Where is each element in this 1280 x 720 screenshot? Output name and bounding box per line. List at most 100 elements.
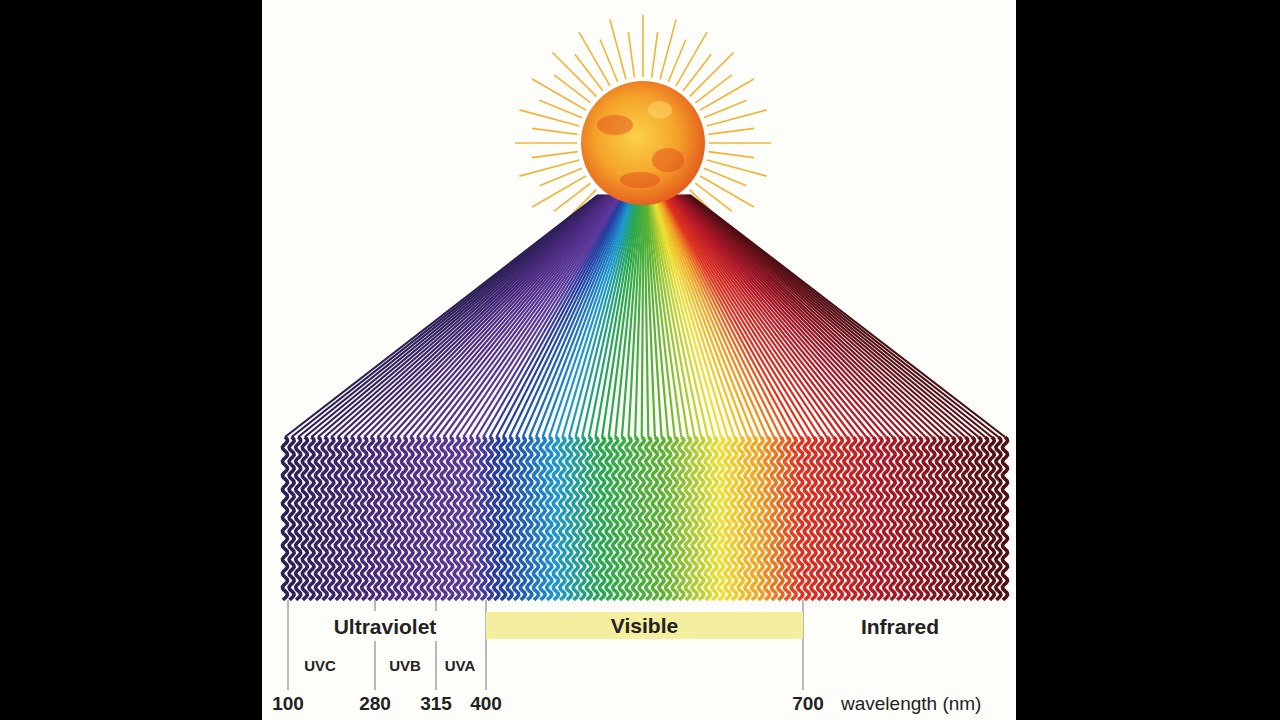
wave-line bbox=[573, 437, 578, 600]
wave-line bbox=[415, 437, 420, 600]
wave-line bbox=[487, 437, 492, 600]
wave-line bbox=[804, 437, 809, 600]
sun-ray bbox=[628, 32, 634, 78]
sun-ray bbox=[515, 142, 577, 144]
wave-line bbox=[765, 437, 770, 600]
wave-line bbox=[646, 437, 651, 600]
range-label: Ultraviolet bbox=[334, 616, 437, 637]
wave-line bbox=[428, 437, 433, 600]
wave-line bbox=[738, 437, 743, 600]
sun-ray bbox=[683, 54, 711, 90]
sun-ray bbox=[540, 100, 582, 118]
wave-line bbox=[619, 437, 624, 600]
sun-ray bbox=[575, 54, 603, 90]
wave-line bbox=[923, 437, 928, 600]
wave-line bbox=[652, 437, 657, 600]
wave-line bbox=[382, 437, 387, 600]
wave-line bbox=[283, 437, 288, 600]
spectrum-ray bbox=[675, 195, 886, 437]
wave-line bbox=[639, 437, 644, 600]
wave-line bbox=[606, 437, 611, 600]
wave-line bbox=[837, 437, 842, 600]
wave-line bbox=[950, 437, 955, 600]
wave-line bbox=[296, 437, 301, 600]
wave-line bbox=[910, 437, 915, 600]
wave-line bbox=[454, 437, 459, 600]
wave-line bbox=[375, 437, 380, 600]
sun-ray bbox=[519, 160, 579, 176]
wave-line bbox=[983, 437, 988, 600]
wave-line bbox=[824, 437, 829, 600]
spectrum-ray bbox=[444, 195, 619, 437]
spectrum-ray bbox=[668, 195, 833, 437]
wave-line bbox=[831, 437, 836, 600]
spectrum-ray bbox=[635, 195, 643, 437]
wave-line bbox=[600, 437, 605, 600]
spectrum-ray bbox=[602, 195, 638, 437]
wave-line bbox=[903, 437, 908, 600]
wave-line bbox=[448, 437, 453, 600]
sun-ray bbox=[540, 168, 582, 186]
spectrum-ray bbox=[676, 195, 899, 437]
spectrum-ray bbox=[666, 195, 820, 437]
sun-ray bbox=[579, 32, 610, 86]
wavelength-value: 280 bbox=[359, 694, 391, 713]
wave-line bbox=[659, 437, 664, 600]
wave-line bbox=[818, 437, 823, 600]
wave-line bbox=[956, 437, 961, 600]
wave-line bbox=[672, 437, 677, 600]
wave-line bbox=[289, 437, 294, 600]
wavelength-value: 400 bbox=[470, 694, 502, 713]
sun-ray bbox=[709, 142, 771, 144]
wave-line bbox=[507, 437, 512, 600]
sun-ray bbox=[700, 176, 754, 207]
wave-line bbox=[705, 437, 710, 600]
wavelength-value: 700 bbox=[792, 694, 824, 713]
wave-line bbox=[936, 437, 941, 600]
sun-spot bbox=[652, 148, 684, 172]
wave-line bbox=[930, 437, 935, 600]
sun-ray bbox=[695, 75, 731, 103]
wave-line bbox=[534, 437, 539, 600]
band-label: Visible bbox=[486, 615, 803, 636]
wave-line bbox=[785, 437, 790, 600]
spectrum-ray bbox=[642, 195, 644, 437]
spectrum-ray bbox=[516, 195, 627, 437]
sun-ray bbox=[554, 75, 590, 103]
wave-line bbox=[798, 437, 803, 600]
sun-ray bbox=[704, 100, 746, 118]
sun-ray bbox=[700, 79, 754, 110]
spectrum-ray bbox=[685, 195, 965, 437]
spectrum-ray bbox=[331, 195, 604, 437]
wave-line bbox=[633, 437, 638, 600]
wave-line bbox=[712, 437, 717, 600]
sun-ray bbox=[610, 19, 626, 79]
wave-line bbox=[666, 437, 671, 600]
axis-title: wavelength (nm) bbox=[841, 694, 981, 713]
wave-line bbox=[752, 437, 757, 600]
wave-line bbox=[567, 437, 572, 600]
band-label: UVC bbox=[304, 658, 336, 673]
wave-line bbox=[302, 437, 307, 600]
wave-line bbox=[434, 437, 439, 600]
sun-ray bbox=[532, 176, 586, 207]
spectrum-ray bbox=[690, 195, 1005, 437]
wave-line bbox=[943, 437, 948, 600]
wave-line bbox=[494, 437, 499, 600]
wave-line bbox=[679, 437, 684, 600]
wave-line bbox=[745, 437, 750, 600]
wave-line bbox=[725, 437, 730, 600]
wave-line bbox=[811, 437, 816, 600]
wave-line bbox=[388, 437, 393, 600]
spectrum-ray bbox=[677, 195, 906, 437]
sun-ray bbox=[652, 32, 658, 78]
spectrum-ray bbox=[430, 195, 616, 437]
wave-line bbox=[335, 437, 340, 600]
wave-line bbox=[692, 437, 697, 600]
wave-line bbox=[560, 437, 565, 600]
sun-ray bbox=[708, 152, 754, 158]
wave-line bbox=[884, 437, 889, 600]
spectrum-ray bbox=[576, 195, 635, 437]
wave-line bbox=[500, 437, 505, 600]
